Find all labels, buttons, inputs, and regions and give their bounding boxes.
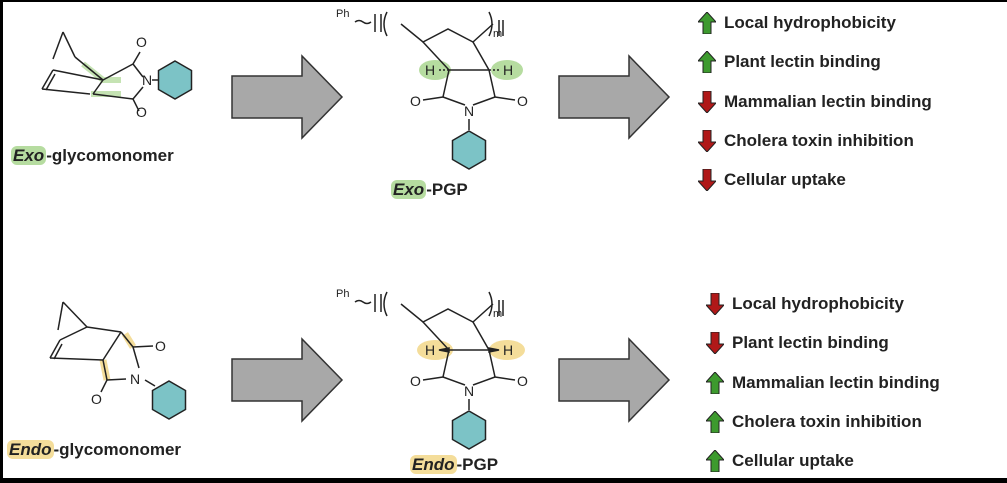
effect-text: Plant lectin binding bbox=[724, 52, 881, 72]
effect-item: Cellular uptake bbox=[698, 169, 846, 192]
atom-n: N bbox=[130, 371, 141, 387]
atom-ph: Ph bbox=[336, 288, 350, 300]
atom-o: O bbox=[136, 104, 147, 120]
effect-item: Cholera toxin inhibition bbox=[698, 129, 914, 152]
endo-monomer-label: Endo-glycomonomer bbox=[7, 440, 182, 459]
exo-pgp-label: Exo-PGP bbox=[391, 180, 468, 199]
reaction-arrow-icon bbox=[231, 55, 343, 139]
atom-o: O bbox=[517, 93, 528, 109]
effect-item: Plant lectin binding bbox=[698, 51, 881, 74]
effect-text: Cholera toxin inhibition bbox=[724, 130, 914, 150]
sugar-hexagon-icon bbox=[451, 130, 487, 170]
exo-monomer-structure bbox=[41, 31, 159, 112]
effect-text: Cellular uptake bbox=[724, 170, 846, 190]
effect-text: Mammalian lectin binding bbox=[724, 91, 932, 111]
arrow-up-icon bbox=[698, 12, 716, 34]
effect-arrow-icon bbox=[558, 338, 670, 422]
atom-n: N bbox=[464, 383, 475, 399]
effect-item: Cellular uptake bbox=[706, 450, 854, 473]
arrow-down-icon bbox=[698, 90, 716, 113]
effect-item: Plant lectin binding bbox=[706, 332, 889, 355]
arrow-down-icon bbox=[698, 169, 716, 192]
atom-o: O bbox=[136, 34, 147, 50]
arrow-up-icon bbox=[706, 450, 724, 473]
reaction-arrow-icon bbox=[231, 338, 343, 422]
atom-h: H bbox=[503, 342, 514, 358]
atom-o: O bbox=[517, 373, 528, 389]
arrow-up-icon bbox=[706, 371, 724, 394]
atom-h: H bbox=[425, 62, 436, 78]
atom-n: N bbox=[464, 103, 475, 119]
graphical-abstract: O O N Ph m H H O O N O O N Ph m H H O O … bbox=[3, 2, 1007, 478]
atom-o: O bbox=[91, 391, 102, 407]
effect-item: Local hydrophobicity bbox=[698, 12, 896, 34]
arrow-up-icon bbox=[698, 51, 716, 74]
arrow-down-icon bbox=[698, 129, 716, 152]
effect-item: Cholera toxin inhibition bbox=[706, 410, 922, 433]
exo-monomer-label: Exo-glycomonomer bbox=[11, 146, 174, 165]
exo-pgp-structure bbox=[354, 11, 523, 130]
effect-text: Cellular uptake bbox=[732, 451, 854, 471]
effect-text: Local hydrophobicity bbox=[732, 294, 904, 313]
endo-monomer-structure bbox=[49, 301, 156, 393]
effect-text: Local hydrophobicity bbox=[724, 13, 896, 32]
sugar-hexagon-icon bbox=[151, 380, 187, 420]
effect-text: Mammalian lectin binding bbox=[732, 372, 940, 392]
sugar-hexagon-icon bbox=[451, 410, 487, 450]
atom-m: m bbox=[493, 308, 503, 320]
arrow-up-icon bbox=[706, 410, 724, 433]
sugar-hexagon-icon bbox=[157, 60, 193, 100]
atom-m: m bbox=[493, 28, 503, 40]
effect-text: Plant lectin binding bbox=[732, 333, 889, 353]
atom-n: N bbox=[142, 72, 153, 88]
effect-item: Mammalian lectin binding bbox=[698, 90, 932, 113]
atom-h: H bbox=[425, 342, 436, 358]
atom-o: O bbox=[410, 93, 421, 109]
reaction-scheme bbox=[41, 11, 670, 450]
atom-ph: Ph bbox=[336, 8, 350, 20]
endo-pgp-structure bbox=[354, 291, 525, 410]
arrow-down-icon bbox=[706, 293, 724, 315]
atom-o: O bbox=[155, 338, 166, 354]
effect-item: Local hydrophobicity bbox=[706, 293, 904, 315]
effect-text: Cholera toxin inhibition bbox=[732, 411, 922, 431]
effect-item: Mammalian lectin binding bbox=[706, 371, 940, 394]
effect-arrow-icon bbox=[558, 55, 670, 139]
endo-pgp-label: Endo-PGP bbox=[410, 455, 499, 474]
atom-o: O bbox=[410, 373, 421, 389]
arrow-down-icon bbox=[706, 332, 724, 355]
atom-h: H bbox=[503, 62, 514, 78]
